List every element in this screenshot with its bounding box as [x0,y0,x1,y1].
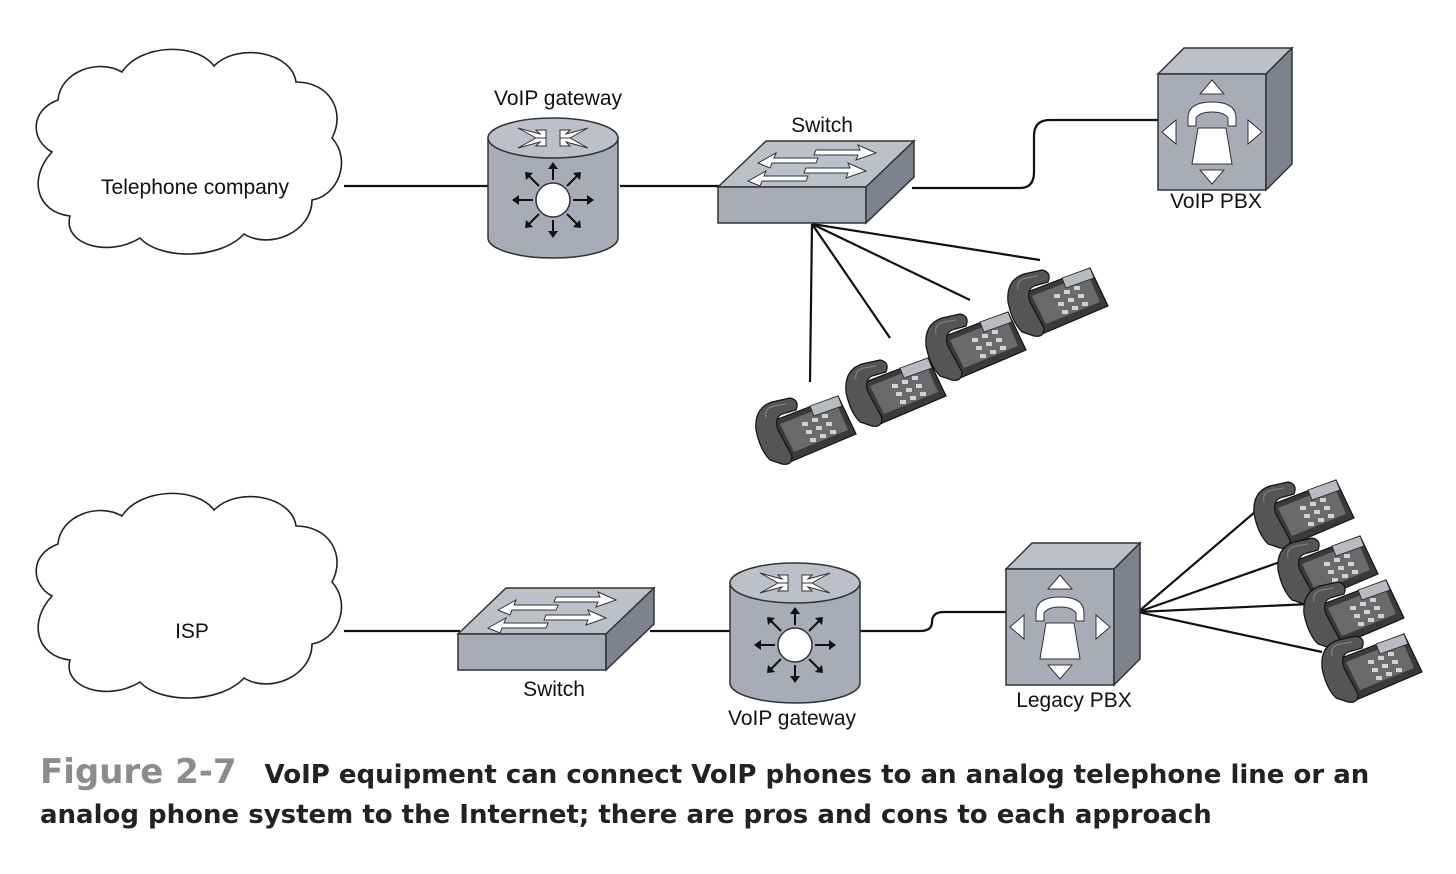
desk-phone-icon [755,395,857,465]
switch-bottom-label: Switch [523,678,585,701]
desk-phone-icon [925,311,1027,381]
analog-phones-bottom [1253,479,1423,703]
voip-pbx-label: VoIP PBX [1170,190,1262,213]
network-diagram: Telephone company VoIP gateway Switch Vo… [35,47,1423,730]
telephone-company-cloud: Telephone company [35,48,343,255]
voip-gateway-top-label: VoIP gateway [494,87,623,110]
isp-label: ISP [175,620,209,643]
switch-top-label: Switch [791,114,853,137]
voip-pbx [1157,47,1293,191]
connection-lines-top [344,118,1160,383]
voip-phones-top [755,267,1109,465]
isp-cloud [35,492,343,699]
desk-phone-icon [1321,633,1423,703]
desk-phone-icon [1253,479,1355,549]
desk-phone-icon [1007,267,1109,337]
connection-lines-bottom [344,505,1323,654]
voip-gateway-top [487,117,619,259]
figure-label: Figure 2-7 [40,752,237,792]
switch-bottom [457,587,655,671]
voip-gateway-bottom [729,562,861,704]
voip-gateway-bottom-label: VoIP gateway [728,707,857,730]
figure-caption-text: VoIP equipment can connect VoIP phones t… [40,760,1370,830]
switch-top [717,140,915,224]
legacy-pbx [1005,542,1141,686]
desk-phone-icon [845,357,947,427]
legacy-pbx-label: Legacy PBX [1016,689,1132,712]
telephone-company-label: Telephone company [101,176,289,199]
